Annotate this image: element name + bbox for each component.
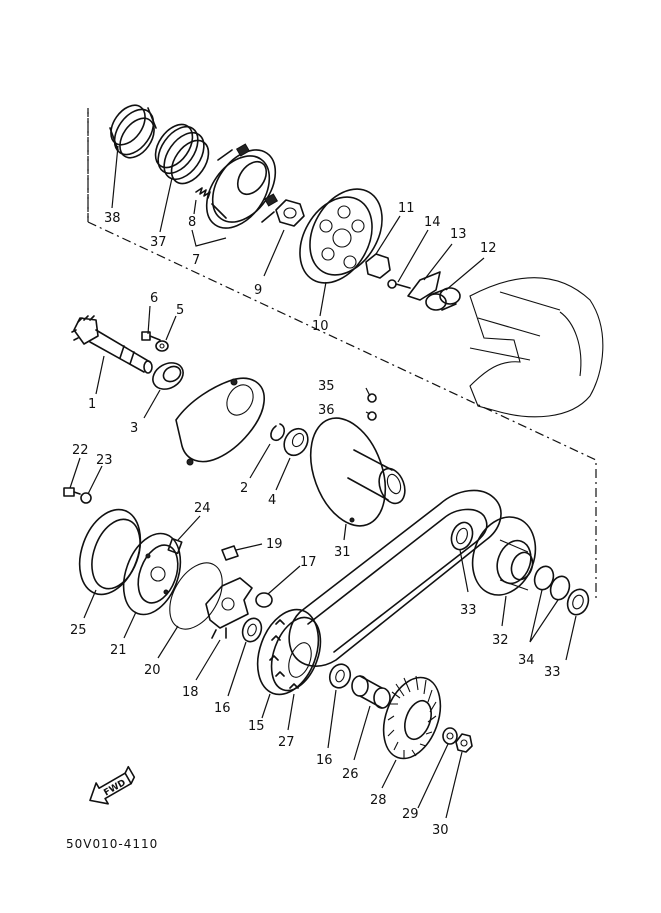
callout-6: 6	[150, 291, 158, 306]
part-18-cam	[205, 577, 253, 639]
part-17-weight-roller	[255, 592, 273, 608]
part-37-clutch-spring	[154, 123, 210, 185]
callout-18: 18	[182, 685, 199, 700]
part-26-sleeve	[351, 675, 391, 709]
part-2-circlip	[270, 423, 286, 442]
callout-21: 21	[110, 643, 127, 658]
part-14-bolt	[387, 279, 411, 289]
callout-26: 26	[342, 767, 359, 782]
part-27-collar	[288, 642, 312, 678]
part-36-washer	[367, 411, 377, 421]
callout-19: 19	[266, 537, 283, 552]
callout-38: 38	[104, 211, 121, 226]
part-22-bolt	[63, 487, 81, 497]
diagram-code: 50V010-4110	[66, 837, 158, 851]
callout-32: 32	[492, 633, 509, 648]
leader-lines	[69, 145, 577, 819]
callout-25: 25	[70, 623, 87, 638]
part-8-spring	[195, 187, 211, 199]
part-9-nut	[275, 199, 305, 227]
callout-9: 9	[254, 283, 262, 298]
callout-7: 7	[192, 253, 200, 268]
callout-34: 34	[518, 653, 535, 668]
part-1-drive-shaft	[71, 315, 153, 374]
callout-3: 3	[130, 421, 138, 436]
callout-4: 4	[268, 493, 276, 508]
fwd-label: FWD	[102, 778, 127, 798]
part-4-bearing	[283, 427, 309, 457]
callout-1: 1	[88, 397, 96, 412]
callout-30: 30	[432, 823, 449, 838]
part-5-washer	[155, 340, 169, 352]
callout-31: 31	[334, 545, 351, 560]
part-10-primary-sheave	[299, 188, 383, 284]
part-13-bracket	[407, 271, 441, 301]
part-24-slider	[167, 537, 183, 555]
part-23-washer	[80, 492, 92, 504]
part-20-o-ring	[169, 562, 223, 630]
fwd-arrow-icon: FWD	[89, 765, 136, 805]
callout-28: 28	[370, 793, 387, 808]
callout-2: 2	[240, 481, 248, 496]
part-7-clutch-carrier	[205, 143, 279, 229]
callout-35: 35	[318, 379, 335, 394]
part-33-oil-seal-lower	[566, 588, 590, 616]
callout-14: 14	[424, 215, 441, 230]
callout-22: 22	[72, 443, 89, 458]
callout-24: 24	[194, 501, 211, 516]
callout-36: 36	[318, 403, 335, 418]
callout-13: 13	[450, 227, 467, 242]
part-35-screw	[367, 393, 377, 403]
part-28-fan	[382, 675, 442, 760]
part-15-movable-sheave	[256, 608, 322, 696]
part-16-bearing-lower	[328, 663, 352, 689]
callout-16-lower: 16	[316, 753, 333, 768]
part-31-sliding-sheave	[309, 417, 406, 527]
callout-15: 15	[248, 719, 265, 734]
v-belt	[288, 489, 502, 667]
callout-labels: 38 37 8 7 9 10 11 14 13 12 6 5 1 3 35 36…	[70, 201, 561, 838]
part-30-nut	[455, 733, 473, 753]
callout-11: 11	[398, 201, 415, 216]
part-19-slider	[221, 545, 239, 561]
part-11-nut	[365, 253, 391, 279]
part-33-oil-seal	[450, 521, 474, 551]
callout-27: 27	[278, 735, 295, 750]
assembly-outline	[87, 108, 597, 600]
part-16-bearing	[241, 617, 263, 643]
callout-23: 23	[96, 453, 113, 468]
callout-5: 5	[176, 303, 184, 318]
callout-17: 17	[300, 555, 317, 570]
part-12-bushing	[425, 287, 461, 311]
callout-33-lower: 33	[544, 665, 561, 680]
part-29-washer	[442, 727, 458, 745]
part-34-o-rings	[533, 565, 571, 601]
callout-37: 37	[150, 235, 167, 250]
part-38-clutch-housing	[109, 104, 157, 159]
callout-29: 29	[402, 807, 419, 822]
callout-16-upper: 16	[214, 701, 231, 716]
cover-plate	[175, 377, 265, 466]
part-3-bearing	[152, 362, 184, 390]
part-6-bolt	[141, 331, 161, 341]
part-32-fixed-sheave	[471, 516, 537, 596]
crankcase-outline	[469, 277, 604, 418]
callout-20: 20	[144, 663, 161, 678]
part-21-cam-plate	[122, 532, 182, 616]
callout-12: 12	[480, 241, 497, 256]
callout-10: 10	[312, 319, 329, 334]
callout-8: 8	[188, 215, 196, 230]
callout-33-upper: 33	[460, 603, 477, 618]
